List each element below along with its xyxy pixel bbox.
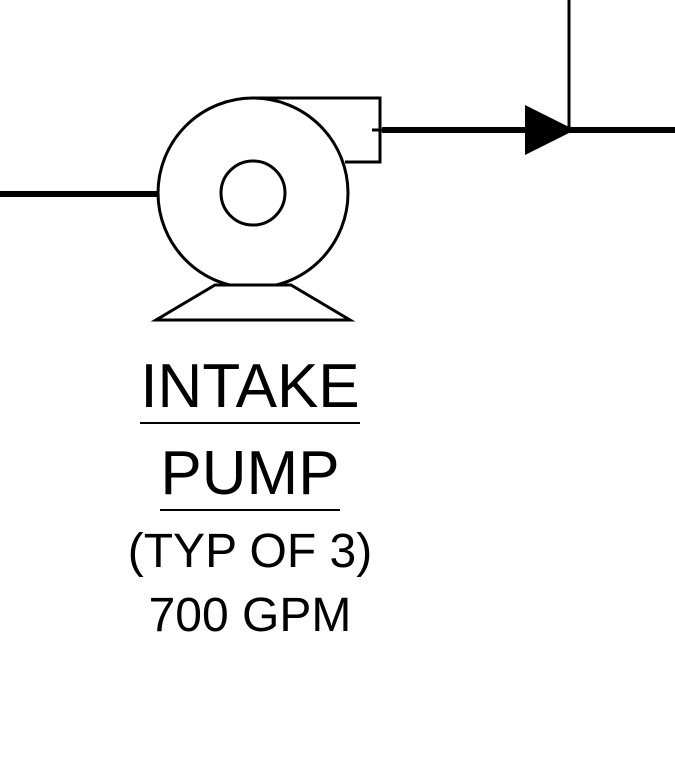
equipment-name-line1: INTAKE bbox=[140, 356, 360, 424]
discharge-flow-arrow bbox=[525, 105, 575, 155]
quantity-note: (TYP OF 3) bbox=[127, 525, 373, 578]
equipment-name-line2: PUMP bbox=[160, 443, 340, 511]
equipment-name-line1-wrap: INTAKE bbox=[0, 356, 500, 424]
centrifugal-pump-icon bbox=[150, 96, 382, 322]
pump-base bbox=[150, 283, 356, 322]
pump-impeller-eye bbox=[219, 159, 287, 227]
capacity-label: 700 GPM bbox=[148, 589, 352, 642]
equipment-name-line2-wrap: PUMP bbox=[0, 443, 500, 511]
